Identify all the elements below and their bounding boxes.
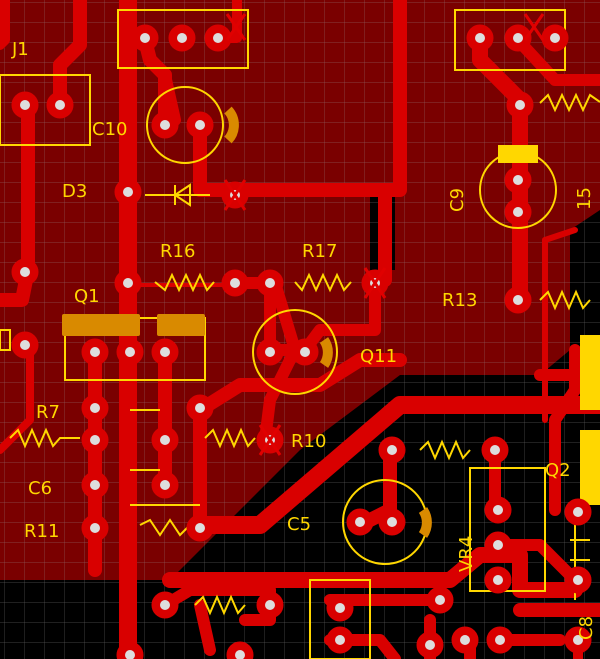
label-r13: R13: [442, 290, 477, 311]
polarity-mark: [224, 106, 239, 144]
label-r17: R17: [302, 241, 337, 262]
label-j1: J1: [11, 39, 29, 60]
label-vr4: VR4: [456, 536, 477, 572]
label-r7: R7: [36, 402, 60, 423]
label-d3: D3: [62, 181, 87, 202]
label-r11: R11: [24, 521, 59, 542]
label-r10: R10: [291, 431, 326, 452]
pads: [11, 24, 592, 659]
component-labels: J1 C10 D3 R16 R17 Q1 R7 C6 R11 C9 R13 15…: [11, 39, 597, 640]
ratsnest-flags: [223, 13, 545, 456]
label-c8: C8: [576, 616, 597, 640]
label-r16: R16: [160, 241, 195, 262]
yellow-pads: [498, 145, 600, 505]
label-q1: Q1: [74, 286, 100, 307]
polarity-mark: [319, 337, 333, 368]
label-q11: Q11: [360, 346, 397, 367]
label-c9: C9: [447, 188, 468, 212]
polarity-mark: [418, 507, 432, 538]
label-q2: Q2: [545, 460, 571, 481]
label-c10: C10: [92, 119, 127, 140]
smd-pads: [62, 314, 205, 336]
label-c5: C5: [287, 514, 311, 535]
label-c6: C6: [28, 478, 52, 499]
silkscreen: [0, 9, 600, 659]
label-r15: 15: [574, 187, 595, 210]
